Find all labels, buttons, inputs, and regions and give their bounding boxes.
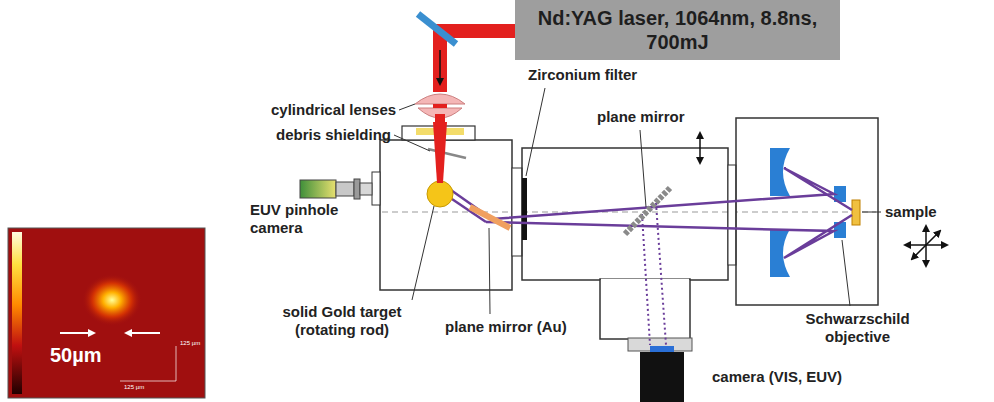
- leader-line: [412, 206, 434, 300]
- euv-ray: [656, 203, 666, 345]
- laser-label: Nd:YAG laser, 1064nm, 8.8ns, 700mJ: [538, 6, 818, 54]
- camera-port: [600, 279, 690, 339]
- sample-holder: [852, 200, 860, 225]
- leader-line: [394, 135, 430, 151]
- part-label: Schwarzschild objective: [795, 310, 920, 346]
- scale-arrow: [60, 332, 94, 334]
- debris-shield: [428, 149, 466, 158]
- gold-target: [427, 181, 453, 207]
- plasma-spot: [82, 274, 142, 326]
- pinhole-camera: [300, 180, 336, 198]
- beam-direction: [439, 50, 441, 84]
- primary-mirror: [770, 148, 790, 196]
- imaging-chamber: [736, 118, 878, 305]
- part-label: debris shielding: [276, 126, 391, 144]
- leader-line: [489, 228, 490, 314]
- leader-line: [862, 212, 881, 213]
- motion-arrow: [699, 133, 701, 163]
- source-chamber: [380, 140, 512, 290]
- scale-axes: [120, 346, 176, 381]
- euv-rays: [446, 168, 852, 258]
- camera-sensor: [650, 346, 674, 352]
- euv-ray: [492, 168, 852, 219]
- part-label: Zirconium filter: [528, 66, 637, 84]
- camera-connector: [354, 179, 360, 199]
- side-port: [372, 172, 380, 205]
- part-label: sample: [885, 203, 937, 221]
- axis-label: 125 µm: [180, 340, 200, 347]
- leader-line: [842, 240, 850, 306]
- flange: [512, 168, 522, 256]
- laser-beam: [435, 114, 445, 122]
- zirconium-filter: [522, 178, 527, 240]
- part-label: solid Gold target (rotating rod): [262, 303, 422, 339]
- leader-line: [399, 104, 415, 110]
- camera-body: [640, 352, 684, 402]
- part-label: plane mirror (Au): [445, 318, 567, 336]
- part-label: plane mirror: [597, 108, 685, 126]
- scale-label: 50µm: [50, 343, 102, 367]
- flange: [728, 165, 736, 265]
- scale-arrow: [126, 332, 160, 334]
- leader-lines: [394, 88, 881, 314]
- au-plane-mirror: [470, 207, 510, 228]
- steering-mirror: [418, 14, 456, 44]
- part-label: EUV pinhole camera: [250, 201, 380, 237]
- optical-axis: [382, 211, 876, 212]
- camera-connector: [336, 182, 354, 196]
- color-bar: [12, 232, 22, 394]
- axis-label: 125 µm: [124, 384, 144, 391]
- primary-mirror: [770, 229, 790, 277]
- stage-axis: [912, 231, 940, 259]
- euv-ray: [486, 215, 852, 258]
- leader-line: [640, 130, 646, 207]
- euv-ray: [642, 214, 650, 345]
- leader-line: [526, 88, 545, 176]
- laser-beam: [433, 122, 447, 183]
- laser-box: Nd:YAG laser, 1064nm, 8.8ns, 700mJ: [515, 0, 840, 60]
- plane-mirror: [625, 188, 670, 234]
- inset-image: [8, 228, 205, 398]
- cylindrical-lens: [415, 94, 465, 104]
- camera-connector: [360, 183, 372, 195]
- laser-beam: [433, 104, 447, 108]
- euv-rays-to-camera: [642, 203, 666, 345]
- part-label: cylindrical lenses: [271, 101, 396, 119]
- camera-flange: [628, 338, 692, 351]
- part-label: camera (VIS, EUV): [712, 368, 842, 386]
